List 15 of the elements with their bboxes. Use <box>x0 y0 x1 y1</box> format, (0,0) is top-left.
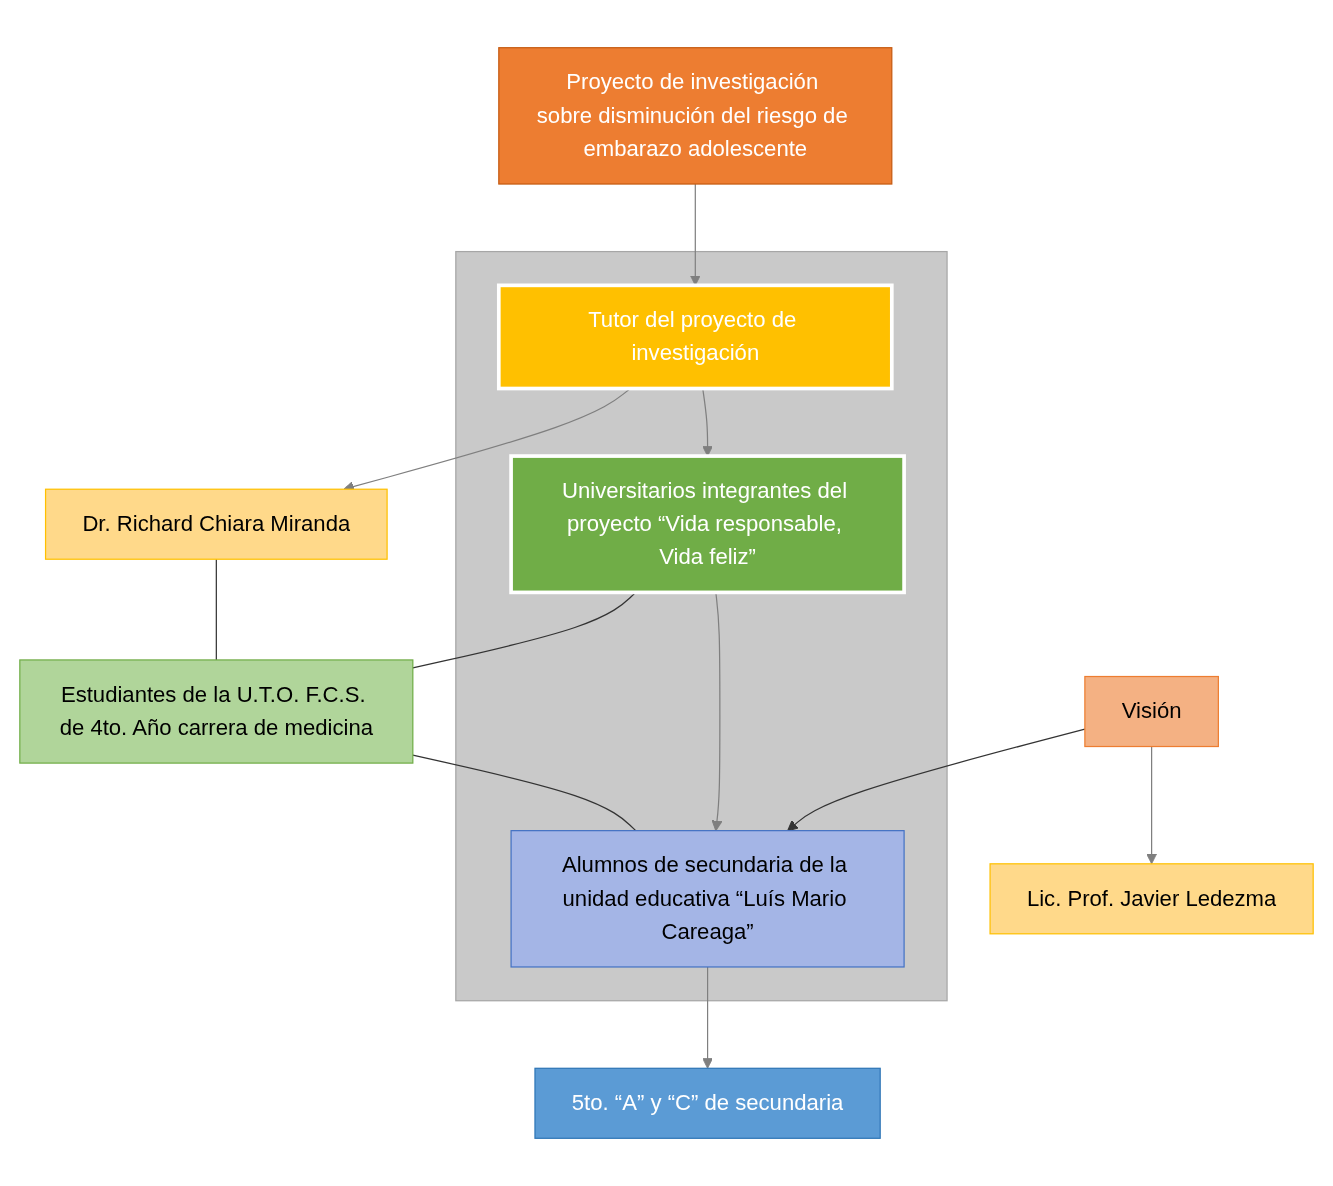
node-box: Tutor del proyecto de investigación <box>496 283 894 391</box>
arrow <box>689 183 701 286</box>
node-box: Alumnos de secundaria de la unidad educativa “Luís Mario Careaga” <box>510 830 905 968</box>
connector <box>412 754 637 832</box>
node-box: Lic. Prof. Javier Ledezma <box>989 863 1314 935</box>
node-box: Dr. Richard Chiara Miranda <box>44 488 388 560</box>
arrow <box>702 966 713 1069</box>
connector <box>215 558 217 661</box>
cluster <box>455 250 948 1002</box>
arrow <box>1146 745 1157 865</box>
node-box: Proyecto de investigación sobre disminución del riesgo de embarazo adolescente <box>498 47 893 185</box>
node-box: Visión <box>1084 675 1219 748</box>
node-box: Universitarios integrantes del proyecto “Vida responsable, Vida feliz” <box>509 454 906 595</box>
node-box: Estudiantes de la U.T.O. F.C.S. de 4to. Año carrera de medicina <box>19 659 414 764</box>
node-box: 5to. “A” y “C” de secundaria <box>534 1067 881 1139</box>
